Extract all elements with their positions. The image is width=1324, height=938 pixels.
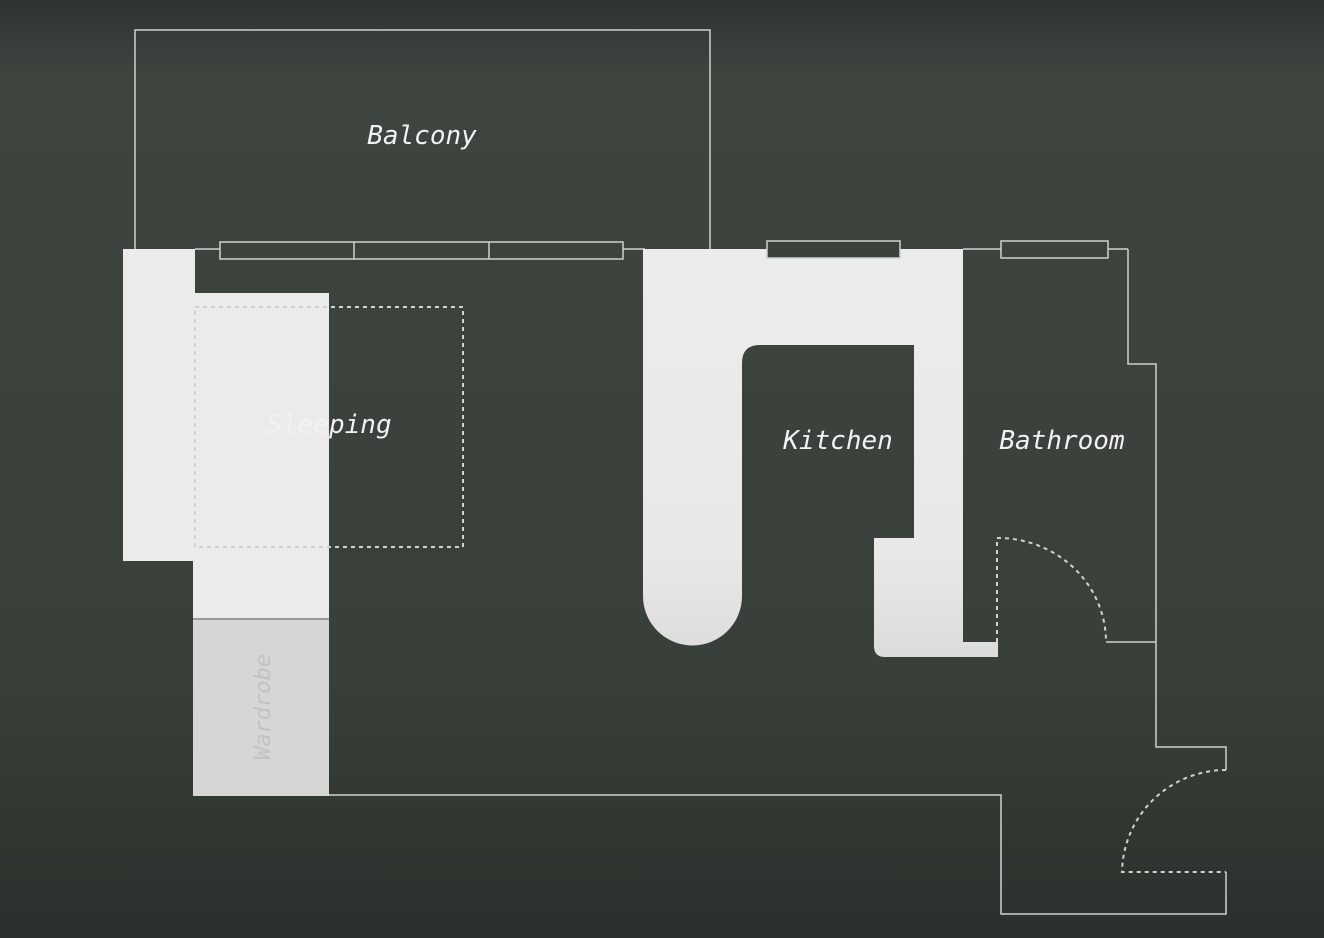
bathroom-door [996, 536, 1107, 643]
room-label-bathroom: Bathroom [999, 426, 1124, 456]
wardrobe [193, 618, 329, 796]
room-label-wardrobe: Wardrobe [251, 654, 276, 760]
kitchen-counter [643, 249, 998, 657]
room-label-kitchen: Kitchen [782, 426, 893, 456]
headboard-wall [123, 249, 195, 561]
balcony-window [219, 241, 624, 260]
right-wall [1127, 249, 1227, 770]
entrance-door [1120, 769, 1227, 873]
room-label-balcony: Balcony [367, 121, 477, 151]
balcony-outline [134, 29, 711, 249]
bed [193, 293, 329, 618]
room-label-sleeping: Sleeping [266, 410, 391, 440]
sleeping-zone [194, 306, 464, 548]
bottom-wall [329, 794, 1227, 915]
kitchen-window [766, 240, 901, 259]
bathroom-window [1000, 240, 1109, 259]
